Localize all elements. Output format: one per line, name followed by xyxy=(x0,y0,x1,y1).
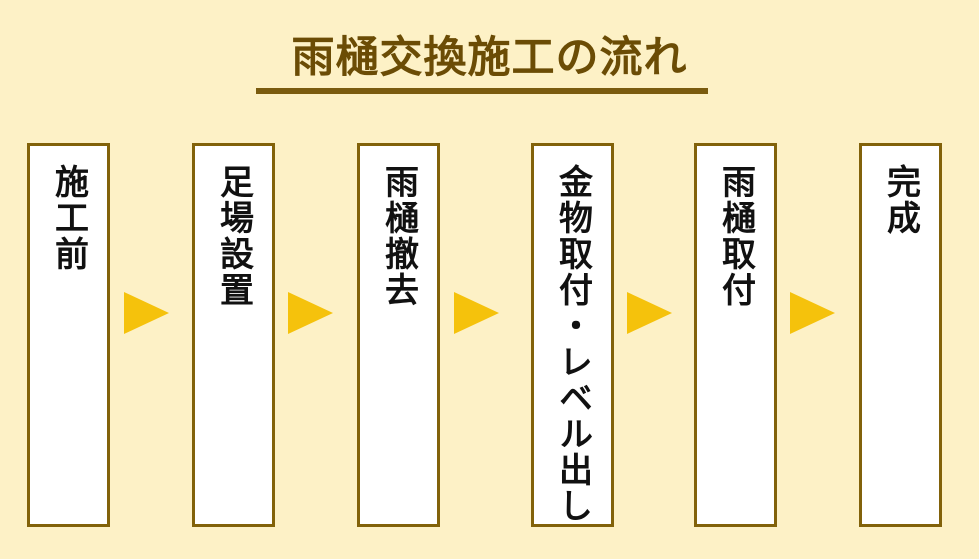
step-box-completion: 完成 xyxy=(859,143,942,527)
title-underline xyxy=(256,88,708,94)
step-box-before-construction: 施工前 xyxy=(27,143,110,527)
step-box-scaffolding: 足場設置 xyxy=(192,143,275,527)
step-box-gutter-install: 雨樋取付 xyxy=(694,143,777,527)
arrow-right-icon xyxy=(288,292,333,334)
arrow-right-icon xyxy=(790,292,835,334)
step-box-bracket-leveling: 金物取付・レベル出し xyxy=(531,143,614,527)
step-label: 施工前 xyxy=(48,164,89,272)
arrow-right-icon xyxy=(454,292,499,334)
step-label: 雨樋取付 xyxy=(715,164,756,308)
step-label: 足場設置 xyxy=(213,164,254,308)
step-label: 雨樋撤去 xyxy=(378,164,419,308)
step-box-gutter-removal: 雨樋撤去 xyxy=(357,143,440,527)
arrow-right-icon xyxy=(124,292,169,334)
step-label: 金物取付・レベル出し xyxy=(552,164,593,524)
page-title: 雨樋交換施工の流れ xyxy=(291,33,688,83)
step-label: 完成 xyxy=(880,164,921,236)
arrow-right-icon xyxy=(627,292,672,334)
